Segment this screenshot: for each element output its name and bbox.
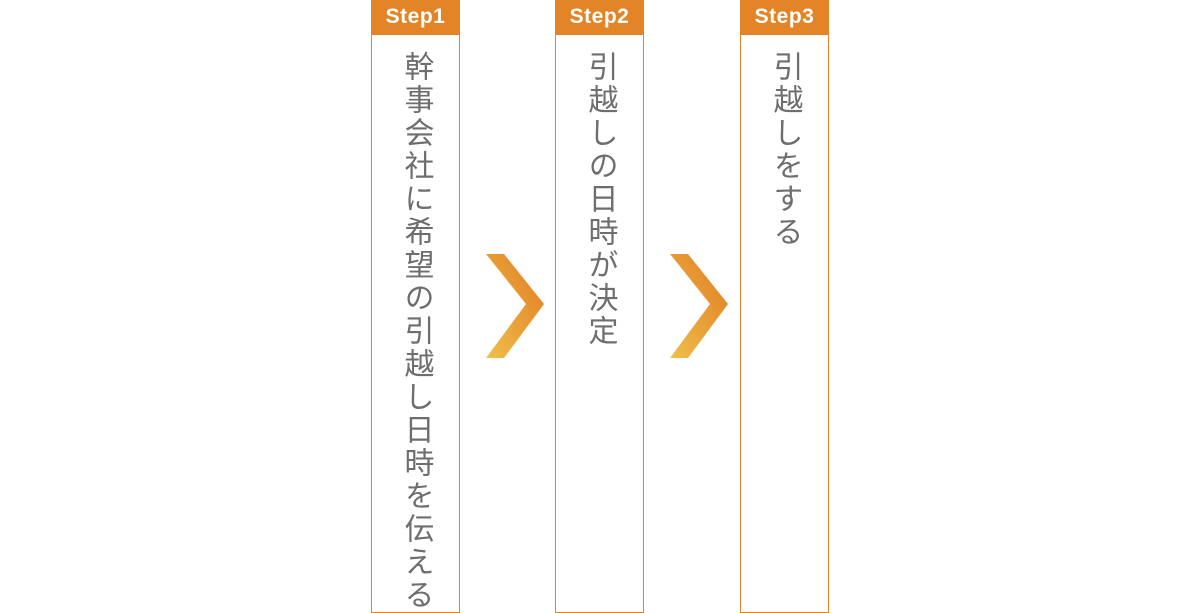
step-3: Step3 引越しをする bbox=[740, 0, 829, 613]
step-3-text: 引越しをする bbox=[767, 51, 803, 249]
step-1-text: 幹事会社に希望の引越し日時を伝える bbox=[398, 51, 434, 612]
step-3-badge: Step3 bbox=[740, 0, 829, 34]
step-2-box: 引越しの日時が決定 bbox=[555, 34, 644, 613]
step-2-text: 引越しの日時が決定 bbox=[582, 51, 618, 348]
step-1-box: 幹事会社に希望の引越し日時を伝える bbox=[371, 34, 460, 613]
chevron-right-icon bbox=[486, 254, 544, 358]
step-2-badge: Step2 bbox=[555, 0, 644, 34]
step-3-box: 引越しをする bbox=[740, 34, 829, 613]
step-2: Step2 引越しの日時が決定 bbox=[555, 0, 644, 613]
step-1: Step1 幹事会社に希望の引越し日時を伝える bbox=[371, 0, 460, 613]
chevron-right-icon bbox=[670, 254, 728, 358]
step-1-badge: Step1 bbox=[371, 0, 460, 34]
